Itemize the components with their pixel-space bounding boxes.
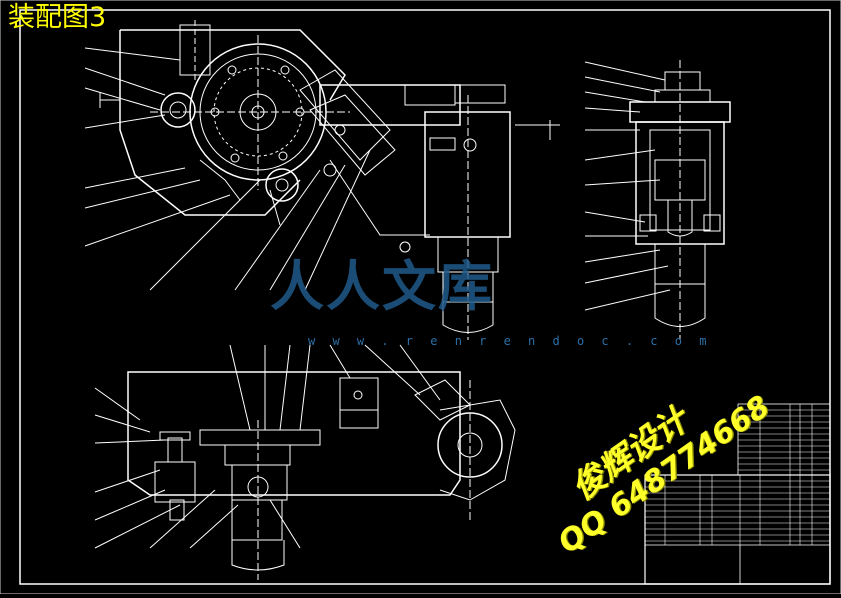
section-view-bottom — [94, 344, 516, 580]
watermark-site-url: w w w . r e n r e n d o c . c o m — [308, 334, 712, 348]
parts-list-table — [644, 403, 831, 585]
drawing-frame — [19, 9, 831, 585]
drawing-title: 装配图3 — [8, 2, 107, 33]
main-view-top — [84, 20, 560, 340]
watermark-site-name: 人人文库 — [270, 255, 494, 318]
parts-list-rows — [645, 404, 830, 545]
side-view-right — [584, 60, 731, 340]
